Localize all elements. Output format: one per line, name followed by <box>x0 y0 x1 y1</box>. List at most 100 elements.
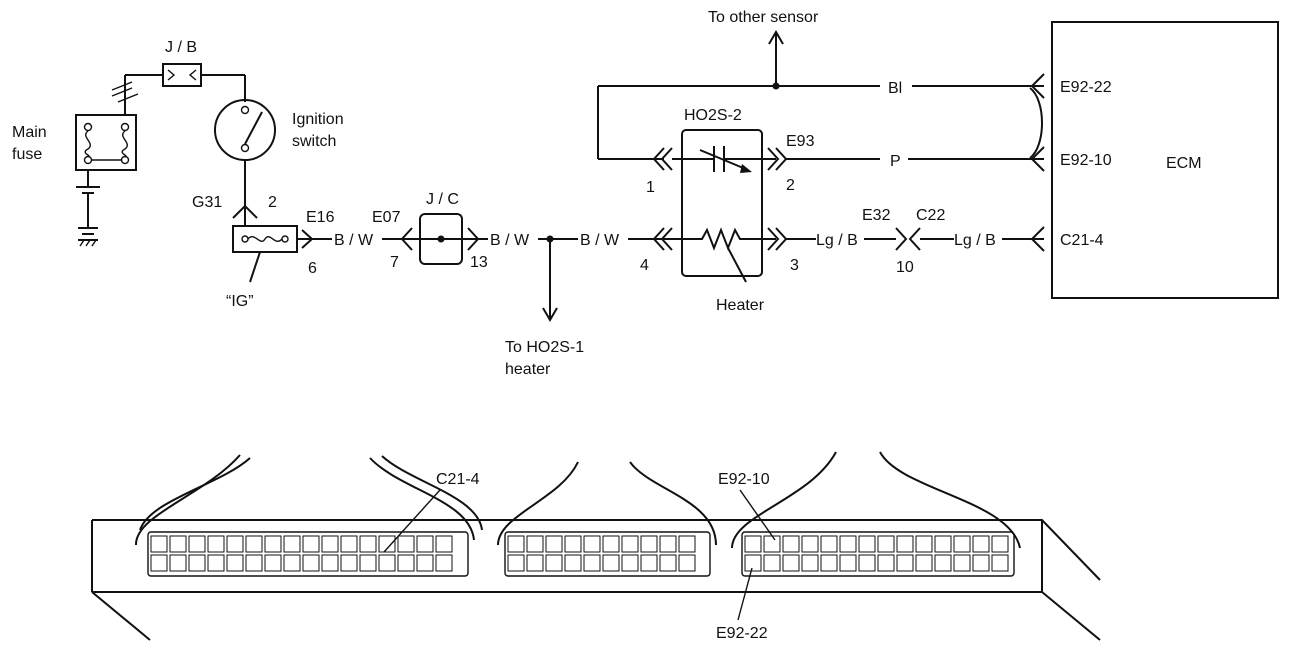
e16-pin: 6 <box>308 260 317 277</box>
connector-pin <box>972 554 990 572</box>
connector-pin <box>564 554 582 572</box>
ecm-e92-22: E92-22 <box>1060 79 1112 96</box>
wiring-diagram: Main fuse J / B Ignition switch G <box>12 9 1279 378</box>
connector-pin <box>245 535 263 553</box>
connector-pin <box>359 535 377 553</box>
ignition-switch-label-1: Ignition <box>292 111 344 128</box>
connector-pin <box>991 554 1009 572</box>
main-fuse <box>75 114 137 171</box>
connector-pin <box>763 535 781 553</box>
connector-pin <box>545 535 563 553</box>
connector-pin <box>915 554 933 572</box>
connector-pin <box>621 554 639 572</box>
connector-pin <box>877 535 895 553</box>
connector-pin <box>359 554 377 572</box>
connector-pin <box>207 535 225 553</box>
connector-pin <box>321 554 339 572</box>
connector-pin <box>245 554 263 572</box>
ecm-connector-view <box>91 451 1101 641</box>
jb-label: J / B <box>165 39 197 56</box>
connector-pin <box>378 535 396 553</box>
connector-pin <box>507 535 525 553</box>
connector-pin <box>416 535 434 553</box>
connector-pin <box>302 554 320 572</box>
connector-pin <box>226 535 244 553</box>
e07-pin-in: 7 <box>390 254 399 271</box>
pin-3: 3 <box>790 257 799 274</box>
connector-pin <box>264 535 282 553</box>
ig-fuse <box>232 225 298 253</box>
heater-label: Heater <box>716 297 765 314</box>
wire-bw-1: B / W <box>334 232 374 249</box>
ecm-e92-10: E92-10 <box>1060 152 1112 169</box>
connector-pin <box>782 535 800 553</box>
connector-pin <box>526 535 544 553</box>
connector-pin <box>150 554 168 572</box>
connector-pin <box>877 554 895 572</box>
connector-callouts: C21-4 E92-10 E92-22 <box>383 471 776 642</box>
connector-pin <box>435 535 453 553</box>
connector-pin <box>564 535 582 553</box>
connector-pin <box>991 535 1009 553</box>
e93-label: E93 <box>786 133 815 150</box>
connector-pin <box>188 535 206 553</box>
ignition-switch-label-2: switch <box>292 133 336 150</box>
connector-pin <box>678 535 696 553</box>
connector-pin <box>264 554 282 572</box>
connector-pin <box>934 535 952 553</box>
connector-pin <box>397 554 415 572</box>
wire-lgb-1: Lg / B <box>816 232 858 249</box>
g31-pin: 2 <box>268 194 277 211</box>
jc-pin-out: 13 <box>470 254 488 271</box>
ignition-switch <box>214 99 276 161</box>
e07-label: E07 <box>372 209 401 226</box>
ecm-label: ECM <box>1166 155 1202 172</box>
connector-pin <box>416 554 434 572</box>
conn-e92-22-label: E92-22 <box>716 625 768 642</box>
wire-bl: Bl <box>888 80 902 97</box>
c22-pin: 10 <box>896 259 914 276</box>
connector-pin <box>640 535 658 553</box>
connector-pin <box>782 554 800 572</box>
connector-pin <box>934 554 952 572</box>
connector-pin <box>858 535 876 553</box>
pin-2: 2 <box>786 177 795 194</box>
to-other-sensor: To other sensor <box>708 9 819 26</box>
connector-pin <box>659 554 677 572</box>
connector-pin <box>801 554 819 572</box>
connector-pin <box>169 535 187 553</box>
ecm-box <box>1051 21 1279 299</box>
connector-pin <box>207 554 225 572</box>
ho2s2-body <box>681 129 763 277</box>
connector-pin <box>820 554 838 572</box>
connector-pin <box>226 554 244 572</box>
connector-pin <box>283 554 301 572</box>
connector-pin <box>678 554 696 572</box>
connector-pin <box>744 535 762 553</box>
wire-bw-2: B / W <box>490 232 530 249</box>
connector-pin <box>583 535 601 553</box>
connector-pin <box>820 535 838 553</box>
main-fuse-label-2: fuse <box>12 146 42 163</box>
connector-pin <box>340 535 358 553</box>
connector-pin <box>188 554 206 572</box>
e16-label: E16 <box>306 209 335 226</box>
connector-pin <box>283 535 301 553</box>
to-ho2s1-label-2: heater <box>505 361 551 378</box>
wire-lgb-2: Lg / B <box>954 232 996 249</box>
to-ho2s1-label-1: To HO2S-1 <box>505 339 584 356</box>
connector-pin <box>340 554 358 572</box>
connector-pin <box>321 535 339 553</box>
connector-pin <box>896 535 914 553</box>
connector-pin <box>621 535 639 553</box>
connector-pin <box>839 535 857 553</box>
connector-pin <box>397 535 415 553</box>
wire-p: P <box>890 153 901 170</box>
connector-pin-grids <box>150 535 1009 572</box>
connector-pin <box>507 554 525 572</box>
connector-pin <box>744 554 762 572</box>
connector-pin <box>378 554 396 572</box>
connector-pin <box>839 554 857 572</box>
ecm-c21-4: C21-4 <box>1060 232 1104 249</box>
c22-label: C22 <box>916 207 945 224</box>
